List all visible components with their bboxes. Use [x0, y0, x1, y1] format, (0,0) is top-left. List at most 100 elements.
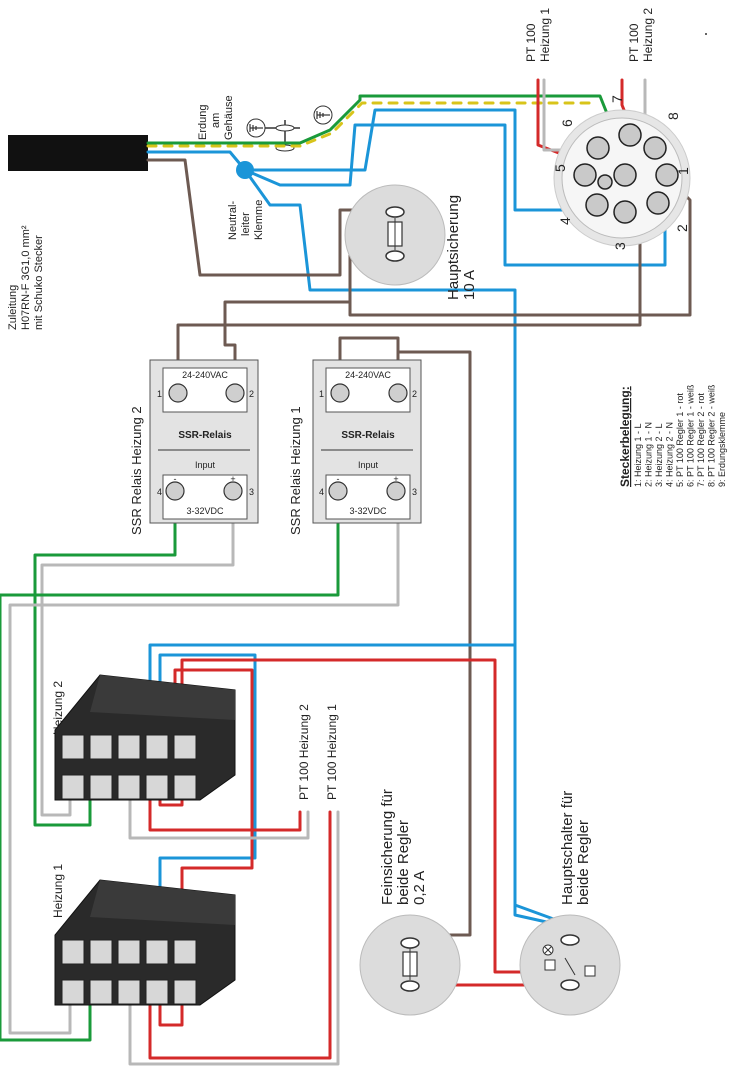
relay2-title: SSR-Relais [178, 430, 232, 441]
plug-earth-pin [597, 174, 613, 190]
plug-pt100-h1-line1: PT 100 [524, 23, 538, 62]
neutral-label-line3: Klemme [253, 200, 265, 240]
wire-relay2-plus [40, 490, 235, 817]
fine-fuse: Feinsicherung für beide Regler 0,2 A [359, 789, 461, 1016]
wire-pt100-h1-ctrl-red [148, 810, 332, 1060]
pt100-heizung1-label: PT 100 Heizung 1 [325, 704, 339, 800]
earth-symbol-right-icon [313, 105, 333, 125]
wire-pt100-h2-ctrl-white [128, 788, 310, 840]
legend-item: 2: Heizung 1 - N [644, 422, 654, 487]
legend-item: 3: Heizung 2 - L [654, 423, 664, 487]
wire-neutral-switch [243, 168, 562, 927]
fine-fuse-label-line1: Feinsicherung für [379, 789, 396, 905]
plug-pin-4 [585, 193, 609, 217]
relay2-plus: + [230, 474, 235, 484]
controller1-label: Heizung 1 [51, 864, 65, 918]
plug-pin-1 [655, 163, 679, 187]
earth-label-line3: Gehäuse [223, 95, 235, 140]
controller-heizung-1: Heizung 1 [51, 864, 236, 1006]
main-fuse: Hauptsicherung 10 A [344, 184, 478, 300]
relay2-screw-2 [225, 383, 245, 403]
legend-item: 1: Heizung 1 - L [633, 423, 643, 487]
wire-neutral-pin2 [243, 123, 667, 267]
plug-pin-label-4: 4 [557, 217, 573, 225]
fine-fuse-label-line3: 0,2 A [411, 871, 428, 905]
relay2-ac-label: 24-240VAC [182, 370, 228, 380]
relay1-title: SSR-Relais [341, 430, 395, 441]
legend-item: 6: PT 100 Regler 1 - weiß [686, 384, 696, 487]
neutral-junction-dot [236, 161, 254, 179]
plug-pt100-h2-line1: PT 100 [627, 23, 641, 62]
main-switch: Hauptschalter für beide Regler [519, 791, 621, 1016]
relay1-dc-label: 3-32VDC [349, 506, 387, 516]
wire-pt100-h2-ctrl-red [148, 788, 302, 832]
earth-label-line1: Erdung [197, 105, 209, 140]
legend-item: 7: PT 100 Regler 2 - rot [696, 393, 706, 487]
plug-pin-label-6: 6 [559, 119, 575, 127]
wire-relay1-minus [0, 490, 340, 1042]
wire-ctrl2-blue [148, 643, 572, 927]
main-fuse-label-line2: 10 A [461, 270, 478, 300]
wire-earth-yellow [146, 101, 592, 148]
cable-label-line1: Zuleitung [7, 285, 19, 330]
legend-item: 8: PT 100 Regler 2 - weiß [707, 384, 717, 487]
plug-pin-9 [613, 163, 637, 187]
relay1-side-label: SSR Relais Heizung 1 [288, 406, 303, 535]
cable-jacket [8, 135, 148, 171]
controller2-terminals [61, 734, 197, 800]
legend-item: 5: PT 100 Regler 1 - rot [675, 393, 685, 487]
plug-pin-2 [646, 191, 670, 215]
relay2-screw-4 [165, 481, 185, 501]
main-fuse-label-line1: Hauptsicherung [445, 195, 462, 300]
neutral-label-line2: leiter [240, 212, 252, 236]
wire-neutral-pin4 [243, 108, 597, 212]
relay2-term3: 3 [249, 487, 254, 497]
relay1-screw-4 [328, 481, 348, 501]
relay2-dc-label: 3-32VDC [186, 506, 224, 516]
plug-pin-label-8: 8 [665, 112, 681, 120]
relay1-screw-3 [386, 481, 406, 501]
relay2-side-label: SSR Relais Heizung 2 [129, 406, 144, 535]
main-switch-label-line1: Hauptschalter für [559, 791, 576, 905]
wire-ctrl1-red-loop [158, 993, 184, 1027]
relay1-term4: 4 [319, 487, 324, 497]
relay2-screw-3 [223, 481, 243, 501]
relay1-plus: + [393, 474, 398, 484]
relay2-term2: 2 [249, 389, 254, 399]
relay2-term1: 1 [157, 389, 162, 399]
relay1-minus: - [337, 474, 340, 484]
relay-heizung-1: SSR Relais Heizung 1 24-240VAC 1 2 SSR-R… [288, 359, 422, 535]
main-switch-label-line2: beide Regler [575, 820, 592, 905]
plug-pin-label-1: 1 [675, 167, 691, 175]
legend-item: 4: Heizung 2 - N [665, 422, 675, 487]
plug-pin-5 [573, 163, 597, 187]
wire-relay2-minus [33, 490, 177, 827]
relay1-term3: 3 [412, 487, 417, 497]
earth-symbol-left-icon [246, 118, 266, 138]
legend-title: Steckerbelegung: [618, 386, 632, 487]
wire-ctrl-blue-link [158, 653, 257, 942]
plug-socket: 5 6 7 8 4 3 2 1 PT 100 Heizung 1 PT 100 … [524, 8, 691, 250]
wire-relay1-plus [8, 490, 400, 1035]
plug-pin-8 [643, 136, 667, 160]
relay1-term2: 2 [412, 389, 417, 399]
plug-pt100-h1-line2: Heizung 1 [538, 8, 552, 62]
neutral-terminal-group: Neutral- leiter Klemme [227, 200, 265, 240]
relay2-term4: 4 [157, 487, 162, 497]
pt100-heizung2-label: PT 100 Heizung 2 [297, 704, 311, 800]
relay1-input-label: Input [358, 460, 379, 470]
relay-heizung-2: SSR Relais Heizung 2 24-240VAC 1 2 SSR-R… [129, 359, 259, 535]
cable-label-line3: mit Schuko Stecker [33, 235, 45, 330]
main-switch-disc [519, 914, 621, 1016]
plug-pin-label-3: 3 [612, 242, 628, 250]
plug-pt100-h2-line2: Heizung 2 [641, 8, 655, 62]
relay2-input-label: Input [195, 460, 216, 470]
plug-pin-7 [618, 123, 642, 147]
plug-pin-3 [613, 200, 637, 224]
controller-heizung-2: Heizung 2 [51, 674, 236, 801]
plug-pin-6 [586, 136, 610, 160]
wire-earth-green [146, 94, 630, 168]
